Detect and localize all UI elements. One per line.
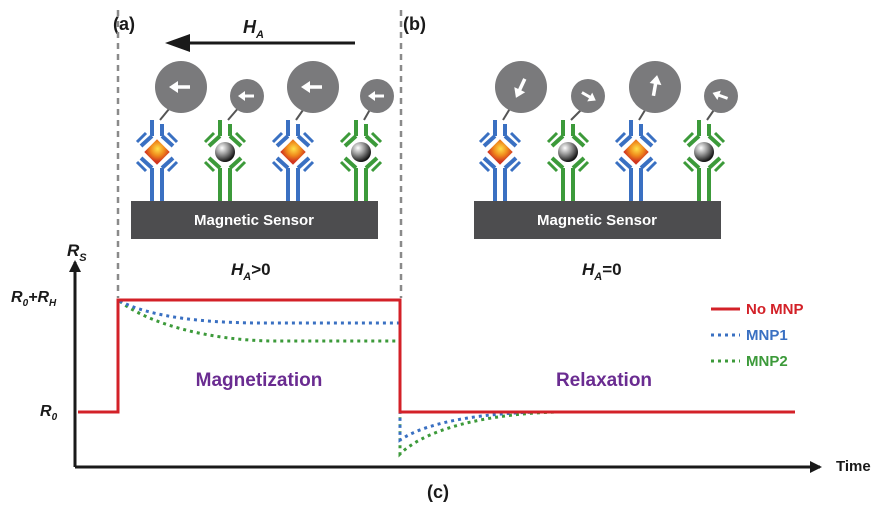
nanoparticle-large	[155, 61, 207, 113]
condition-a: HA>0	[231, 260, 271, 283]
antibody-icon	[682, 118, 726, 204]
y-tick-high: R0+RH	[11, 289, 57, 309]
sensor-label: Magnetic Sensor	[537, 212, 657, 229]
condition-b: HA=0	[582, 260, 622, 283]
antibody-icon	[271, 118, 315, 204]
antibody-icon	[203, 118, 247, 204]
magnetic-sensor	[474, 201, 721, 239]
phase-magnetization: Magnetization	[196, 370, 323, 391]
nanoparticle-small	[360, 79, 394, 113]
legend-item: No MNP	[711, 301, 804, 318]
panel-b-illustration: Magnetic Sensor	[474, 61, 738, 239]
legend: No MNP MNP1 MNP2	[711, 301, 804, 370]
curve-mnp2	[78, 296, 795, 458]
y-axis-label: RS	[67, 241, 87, 264]
applied-field-arrow-icon	[165, 34, 355, 52]
y-tick-low: R0	[40, 403, 58, 423]
legend-item: MNP2	[711, 353, 788, 370]
magnetic-sensor	[131, 201, 378, 239]
nanoparticle-large	[287, 61, 339, 113]
panel-label-b: (b)	[403, 14, 426, 34]
nanoparticle-small	[230, 79, 264, 113]
legend-label: No MNP	[746, 301, 804, 318]
nanoparticle-large	[495, 61, 547, 113]
x-axis-label: Time	[836, 458, 871, 475]
plot-axes	[69, 260, 822, 473]
legend-item: MNP1	[711, 327, 788, 344]
antibody-icon	[135, 118, 179, 204]
panel-label-a: (a)	[113, 14, 135, 34]
panel-label-c: (c)	[427, 482, 449, 502]
nanoparticle-large	[629, 61, 681, 113]
antibody-icon	[614, 118, 658, 204]
field-label: HA	[243, 17, 264, 41]
phase-relaxation: Relaxation	[556, 370, 652, 391]
sensor-label: Magnetic Sensor	[194, 212, 314, 229]
antibody-icon	[339, 118, 383, 204]
legend-label: MNP1	[746, 327, 788, 344]
legend-label: MNP2	[746, 353, 788, 370]
nanoparticle-small	[571, 79, 605, 113]
panel-a-illustration: Magnetic Sensor	[131, 61, 394, 239]
antibody-icon	[478, 118, 522, 204]
curve-mnp1	[78, 297, 795, 443]
antibody-icon	[546, 118, 590, 204]
curve-no-mnp	[78, 298, 795, 414]
nanoparticle-small	[704, 79, 738, 113]
